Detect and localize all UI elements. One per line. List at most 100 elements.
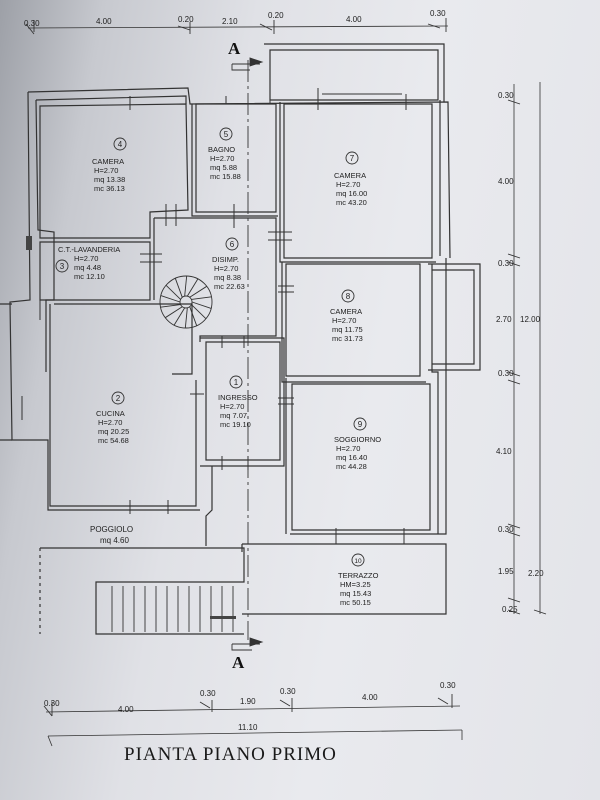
room-number: 9 [358,420,363,429]
room-area: mq 20.25 [98,427,129,436]
room9-walls [291,383,431,531]
room-volume: mc 12.10 [74,272,105,281]
room-name: TERRAZZO [338,571,379,580]
room-number-circle [55,259,69,273]
poggiolo-label: POGGIOLO [90,525,133,534]
section-label-bottom: A [232,653,245,672]
room-number: 6 [230,240,235,249]
room-height: H=2.70 [332,316,356,325]
spiral-step [191,301,212,309]
dim-right-8: 0.25 [502,605,518,614]
dim-bottom-1: 4.00 [118,705,134,714]
dim-bottom-3: 1.90 [240,697,256,706]
room-number: 5 [224,130,229,139]
dim-top-2: 0.20 [178,15,194,24]
room3-walls [39,241,151,301]
dim-right-1: 4.00 [498,177,514,186]
room-area: mq 7.07 [220,411,247,420]
dim-right-0: 0.30 [498,91,514,100]
north-wall [27,87,451,259]
room-height: H=2.70 [336,444,360,453]
dim-top-1: 4.00 [96,17,112,26]
dim-right-2: 0.30 [498,259,514,268]
drawing-title: PIANTA PIANO PRIMO [124,744,337,765]
dim-right-5: 4.10 [496,447,512,456]
room-number-circle [225,237,239,251]
room-volume: mc 43.20 [336,198,367,207]
room-number-circle [345,151,359,165]
spiral-step [186,278,199,297]
straight-stairs [111,586,234,632]
spiral-step [160,295,181,303]
dim-right-4: 0.30 [498,369,514,378]
perimeter-walls [0,43,481,535]
spiral-step [184,275,188,297]
room-number-circle [353,417,367,431]
room-area: mq 4.48 [74,263,101,272]
room-height: H=2.70 [214,264,238,273]
room-number-circle [111,391,125,405]
dim-top-6: 0.30 [430,9,446,18]
right-balcony [428,263,481,371]
dim-bottom-0: 0.30 [44,699,60,708]
dim-bottom-total: 11.10 [238,723,258,732]
room-area: mq 13.38 [94,175,125,184]
interior-walls [39,102,447,635]
room-number: 1 [234,378,239,387]
room-name: DISIMP. [212,255,239,264]
room-name: CAMERA [92,157,124,166]
room-number-circle [219,127,233,141]
room-area: mq 5.88 [210,163,237,172]
room-volume: mc 50.15 [340,598,371,607]
east-wall [290,258,447,535]
section-label-top: A [228,39,241,58]
dim-right-total: 12.00 [520,315,541,324]
dim-top-4: 0.20 [268,11,284,20]
dim-bottom-5: 4.00 [362,693,378,702]
room-height: H=2.70 [74,254,98,263]
room-area: mq 15.43 [340,589,371,598]
spiral-step [165,306,183,319]
spiral-step [160,304,181,308]
dimension-ticks [25,18,547,717]
room-area: mq 16.00 [336,189,367,198]
room-name: CAMERA [334,171,366,180]
room2-walls [49,303,197,507]
room-volume: mc 36.13 [94,184,125,193]
dim-right-3: 2.70 [496,315,512,324]
room-number-circle [113,137,127,151]
west-wall [9,91,200,511]
room-volume: mc 31.73 [332,334,363,343]
room-number: 4 [118,140,123,149]
room-height: H=2.70 [98,418,122,427]
spiral-step [173,307,186,326]
room-height: H=2.70 [220,402,244,411]
room-volume: mc 19.10 [220,420,251,429]
spiral-step [184,307,188,329]
room-volume: mc 54.68 [98,436,129,445]
room-name: CAMERA [330,307,362,316]
dim-top-5: 4.00 [346,15,362,24]
room-number-circle [341,289,355,303]
spiral-step [191,304,207,320]
dim-bottom-4: 0.30 [280,687,296,696]
poggiolo-area: mq 4.60 [100,536,129,545]
spiral-step [174,278,183,298]
dim-right-6: 0.30 [498,525,514,534]
room-number: 10 [354,558,362,565]
room-name: C.T.-LAVANDERIA [58,245,120,254]
room8-walls [285,263,421,377]
room-volume: mc 44.28 [336,462,367,471]
room-name: INGRESSO [218,393,258,402]
room-name: BAGNO [208,145,235,154]
room-area: mq 11.75 [332,325,363,334]
room-volume: mc 22.63 [214,282,245,291]
room-number: 2 [116,394,121,403]
dim-right-7: 1.95 [498,567,514,576]
top-balcony [264,43,445,102]
dim-right-partial: 2.20 [528,569,544,578]
room-area: mq 16.40 [336,453,367,462]
spiral-step [189,306,198,326]
